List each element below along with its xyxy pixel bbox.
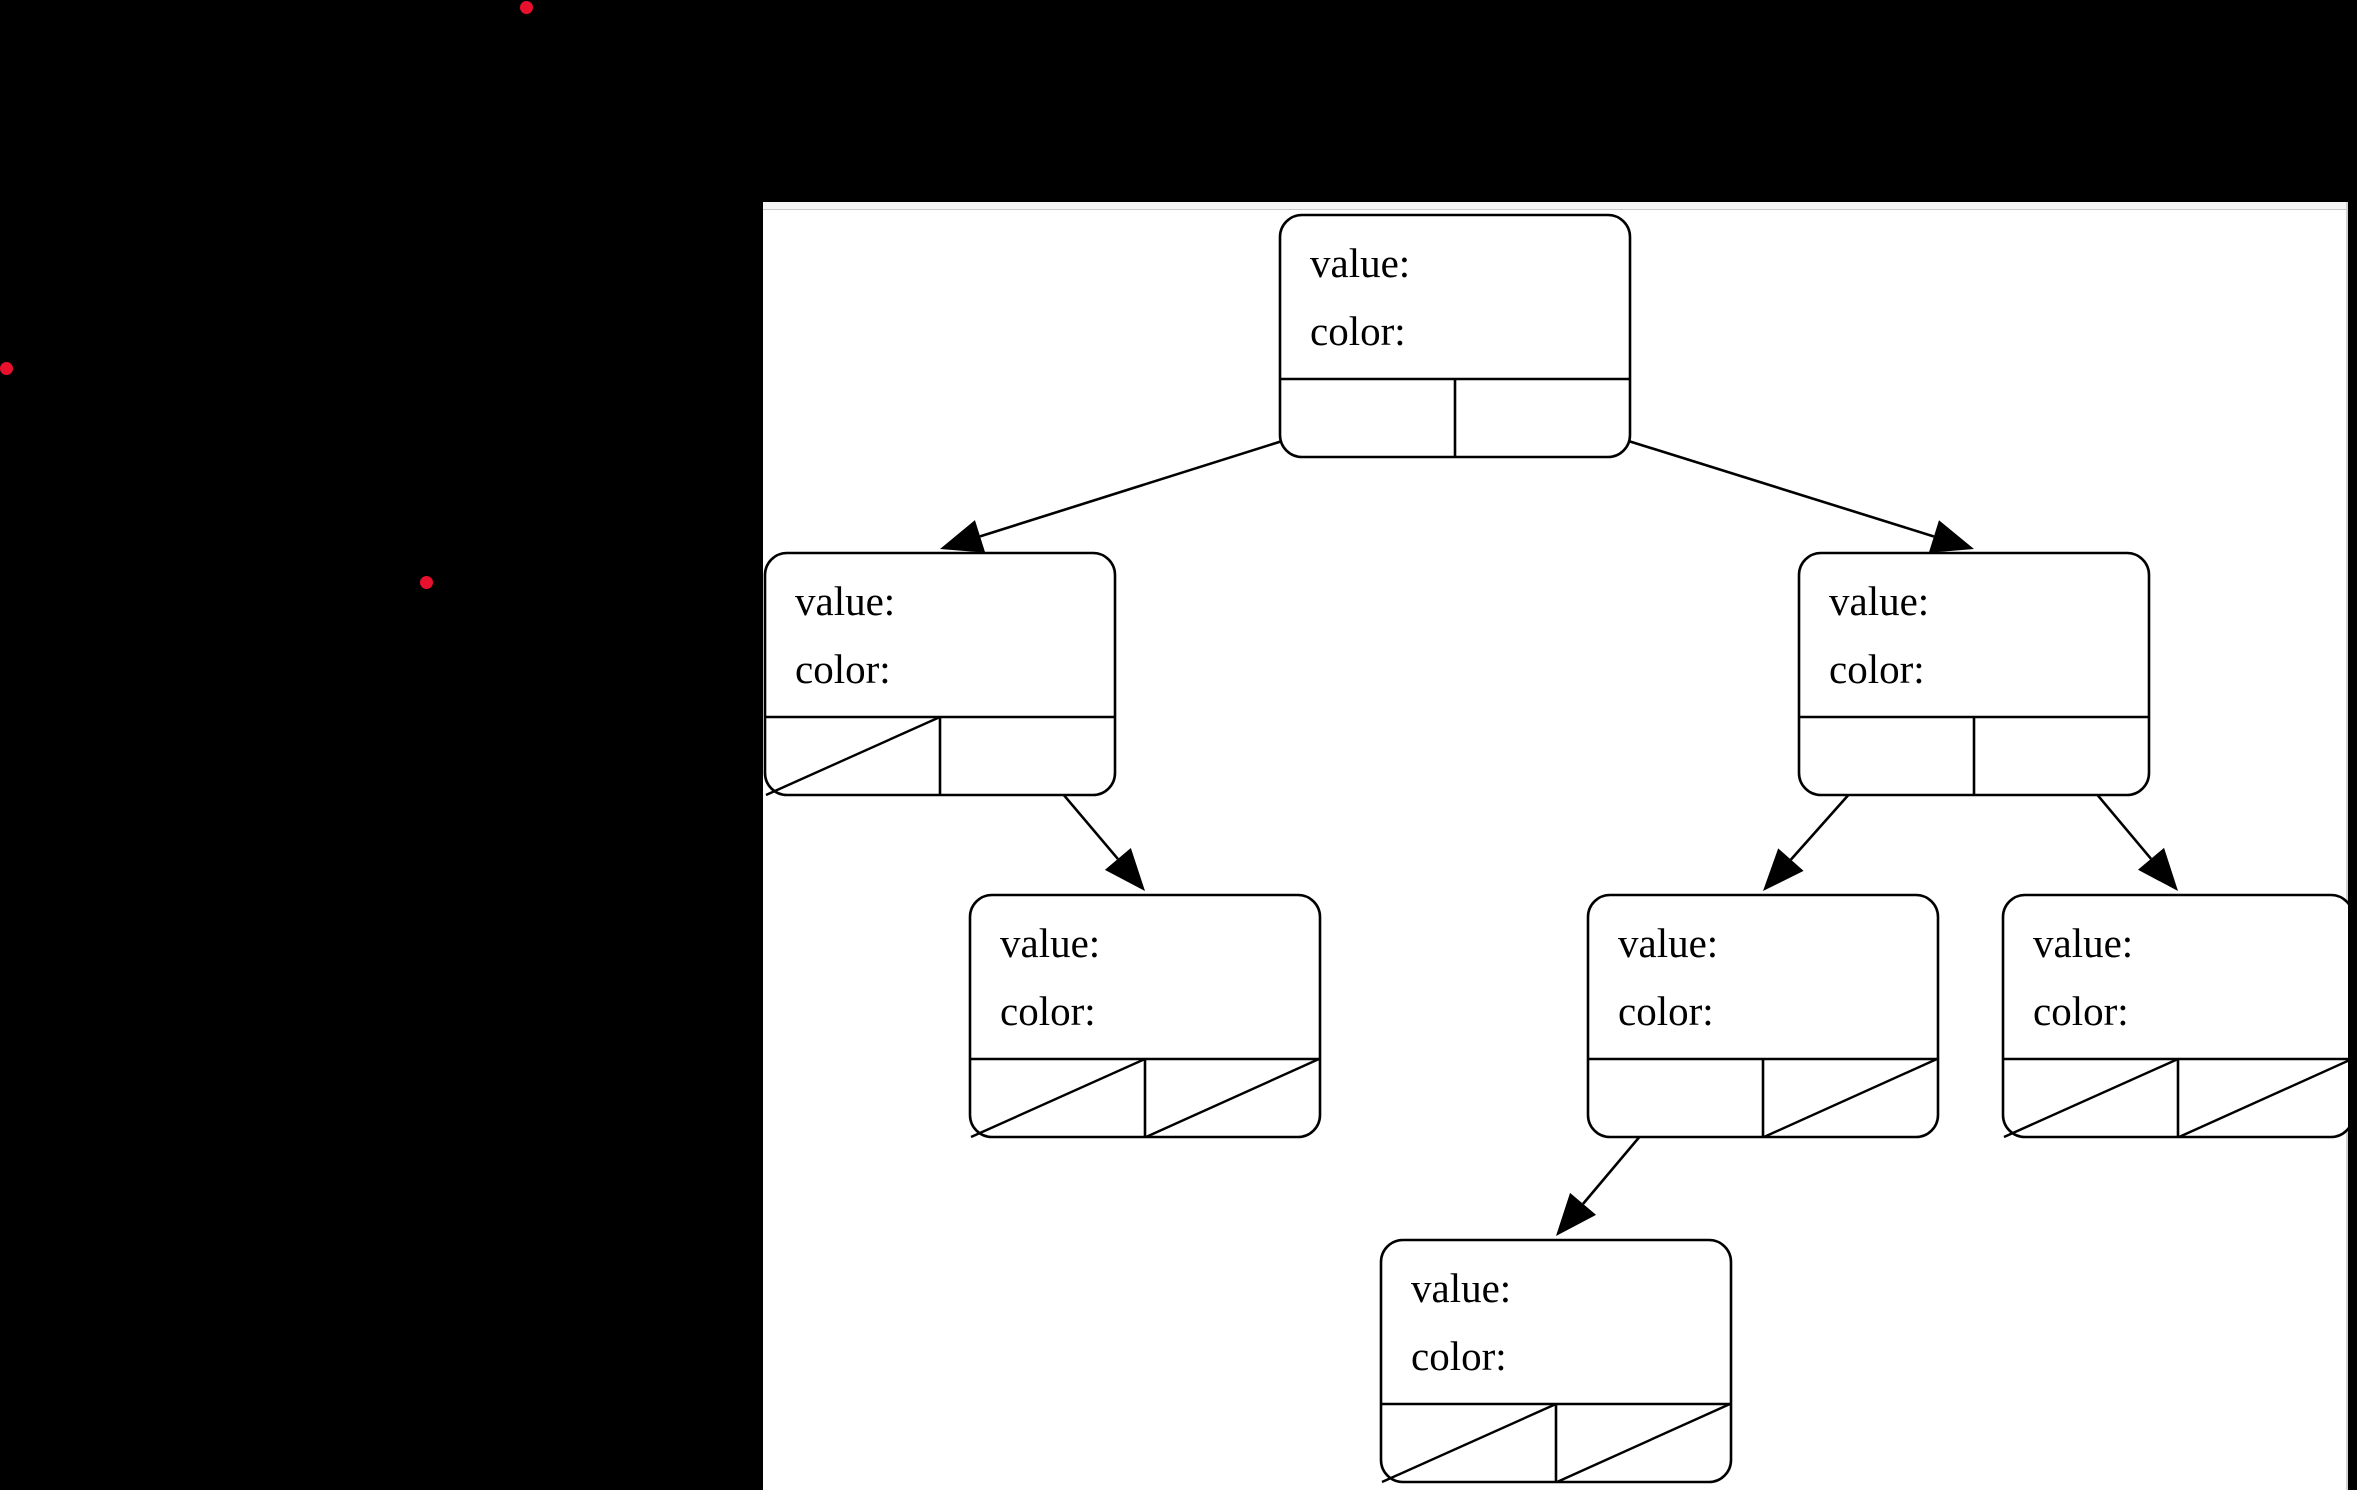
tree-node-right-right-grandchild-right-null-slash (2178, 1059, 2348, 1139)
tree-node-right-left-grandchild-right-null-slash (1763, 1057, 1938, 1139)
tree-node-right-right-grandchild-left-null-slash (2003, 1057, 2179, 1139)
tree-node-deep-leaf-right-null-slash (1556, 1402, 1731, 1484)
tree-node-root[interactable]: value: color: (1278, 213, 1632, 459)
tree-node-left-right-grandchild-right-null-slash (1145, 1057, 1320, 1139)
tree-node-right-right-grandchild-value-label: value: (2033, 920, 2133, 966)
tree-node-right-child-value-label: value: (1829, 578, 1929, 624)
edge-left-to-leftright-arrowhead (1104, 847, 1145, 891)
tree-node-left-right-grandchild[interactable]: value: color: (968, 893, 1322, 1139)
tree-node-right-right-grandchild-color-label: color: (2033, 988, 2129, 1034)
document-top-strip (763, 202, 2348, 210)
tree-node-deep-leaf-color-label: color: (1411, 1333, 1507, 1379)
edge-root-to-right-arrowhead (1928, 520, 1974, 553)
tree-node-right-child-color-label: color: (1829, 646, 1925, 692)
tree-node-right-right-grandchild[interactable]: value: color: (2001, 893, 2348, 1139)
tree-node-left-right-grandchild-left-null-slash (970, 1057, 1146, 1139)
tree-node-deep-leaf-left-null-slash (1381, 1402, 1557, 1484)
tree-node-right-left-grandchild-value-label: value: (1618, 920, 1718, 966)
tree-node-left-child[interactable]: value: color: (763, 551, 1117, 797)
tree-node-left-child-left-null-slash (765, 715, 941, 797)
marker-dot-left (0, 362, 13, 375)
edge-right-to-rightleft-arrowhead (1763, 848, 1804, 891)
tree-node-left-child-color-label: color: (795, 646, 891, 692)
edge-root-to-left-arrowhead (940, 520, 986, 553)
edges-layer (940, 412, 2178, 1236)
tree-node-right-left-grandchild[interactable]: value: color: (1586, 893, 1940, 1139)
tree-node-right-left-grandchild-color-label: color: (1618, 988, 1714, 1034)
edge-rightleft-to-deep-arrowhead (1556, 1192, 1597, 1236)
tree-node-right-child[interactable]: value: color: (1797, 551, 2151, 797)
document-panel[interactable]: value:color:value:color:value:color:valu… (763, 202, 2348, 1490)
tree-node-root-value-label: value: (1310, 240, 1410, 286)
edge-right-to-rightright-arrowhead (2137, 847, 2178, 891)
binary-tree-diagram: value:color:value:color:value:color:valu… (763, 213, 2348, 1484)
tree-node-root-color-label: color: (1310, 308, 1406, 354)
nodes-layer: value:color:value:color:value:color:valu… (763, 213, 2348, 1484)
tree-node-left-right-grandchild-color-label: color: (1000, 988, 1096, 1034)
tree-node-deep-leaf[interactable]: value: color: (1379, 1238, 1733, 1484)
marker-dot-middle (420, 576, 433, 589)
tree-node-left-child-value-label: value: (795, 578, 895, 624)
marker-dot-top (520, 1, 533, 14)
tree-node-left-right-grandchild-value-label: value: (1000, 920, 1100, 966)
document-right-edge (2346, 202, 2348, 1490)
tree-node-deep-leaf-value-label: value: (1411, 1265, 1511, 1311)
